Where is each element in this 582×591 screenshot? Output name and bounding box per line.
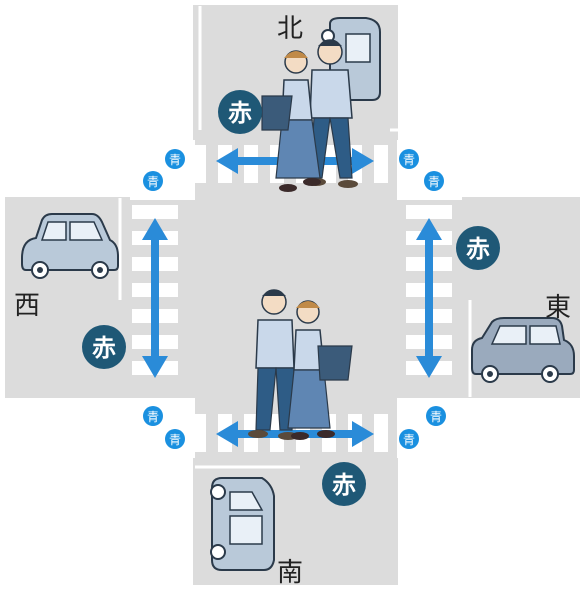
blue-signals-se: 青 青 — [399, 406, 446, 449]
car-west — [21, 213, 119, 279]
red-signal-west: 赤 — [82, 325, 126, 369]
blue-signals-nw: 青 青 — [143, 149, 185, 191]
red-signal-north: 赤 — [218, 90, 262, 134]
direction-north-label: 北 — [277, 14, 304, 44]
car-east — [471, 317, 575, 383]
pedestrians-south — [248, 289, 353, 440]
blue-signal-label: 青 — [403, 433, 415, 447]
blue-signal-label: 青 — [403, 153, 415, 167]
arrow-east-crossing — [416, 218, 442, 378]
blue-signal-label: 青 — [430, 410, 442, 424]
red-signal-north-label: 赤 — [228, 99, 252, 127]
red-signal-west-label: 赤 — [92, 334, 116, 362]
direction-south-label: 南 — [277, 558, 304, 588]
red-signal-east: 赤 — [456, 226, 500, 270]
blue-signal-label: 青 — [169, 433, 181, 447]
blue-signal-label: 青 — [147, 410, 159, 424]
blue-signals-ne: 青 青 — [399, 149, 444, 191]
red-signal-south-label: 赤 — [332, 471, 356, 499]
red-signal-east-label: 赤 — [466, 235, 490, 263]
blue-signal-label: 青 — [169, 153, 181, 167]
pedestrians-north — [261, 39, 358, 192]
blue-signal-label: 青 — [428, 175, 440, 189]
car-south — [210, 477, 275, 571]
blue-signal-label: 青 — [147, 175, 159, 189]
direction-west-label: 西 — [14, 291, 41, 321]
direction-east-label: 東 — [545, 293, 572, 323]
arrow-west-crossing — [142, 218, 168, 378]
red-signal-south: 赤 — [322, 462, 366, 506]
blue-signals-sw: 青 青 — [143, 406, 185, 449]
